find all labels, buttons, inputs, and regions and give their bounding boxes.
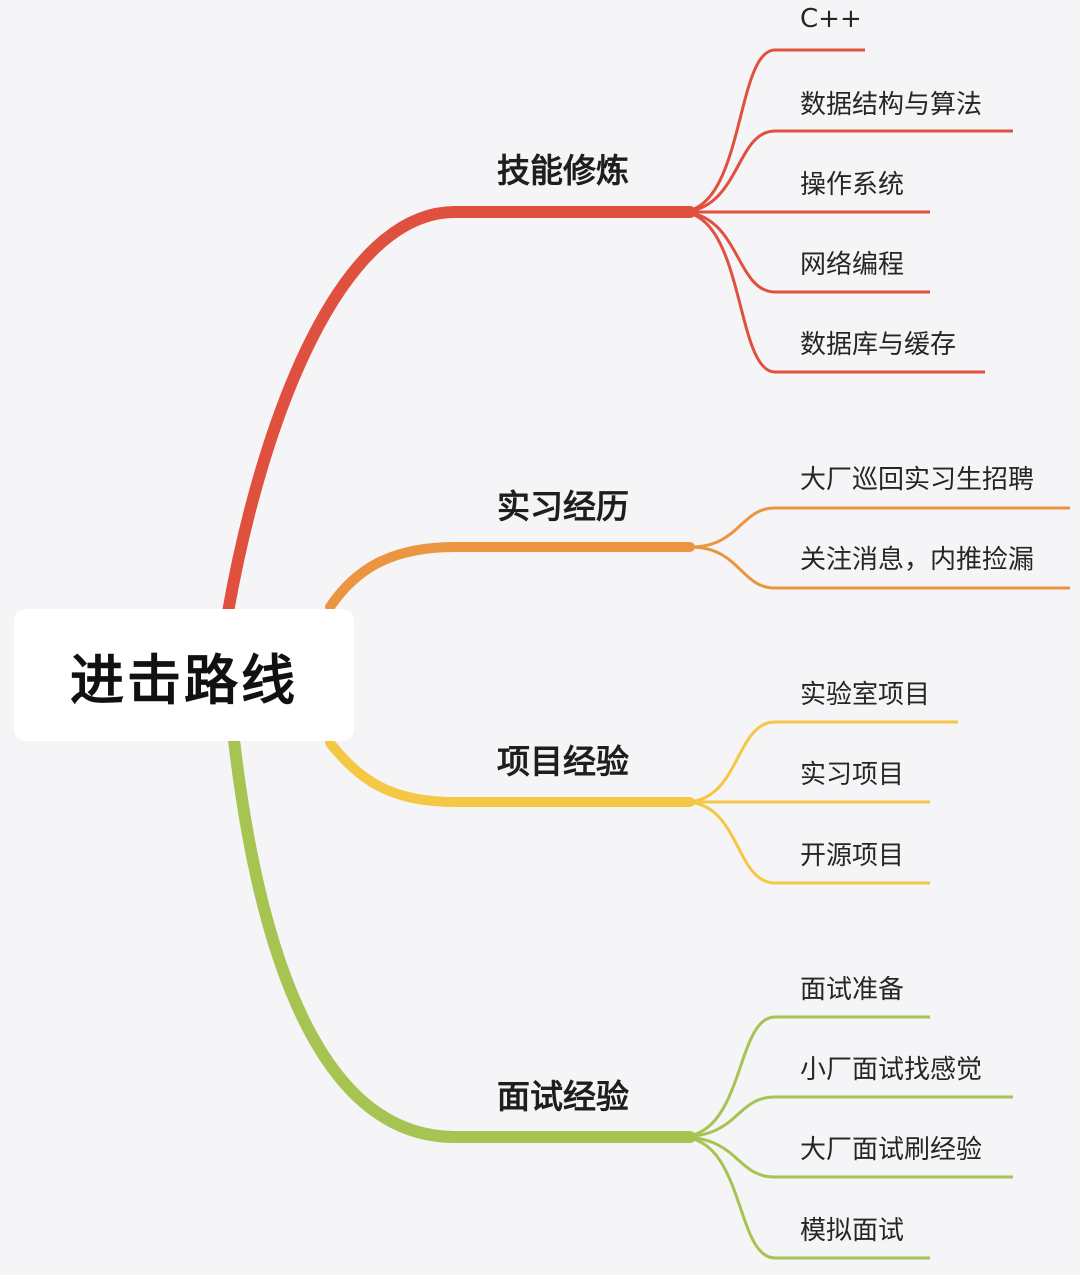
branch-node-interview[interactable]: 面试经验 bbox=[497, 1077, 629, 1116]
leaf-connector bbox=[679, 210, 985, 374]
leaf-connector bbox=[679, 1135, 930, 1260]
connector-projects bbox=[325, 738, 695, 807]
connector-interview bbox=[228, 734, 696, 1143]
leaf-connectors-projects bbox=[684, 720, 958, 885]
connector-skills bbox=[222, 206, 696, 618]
leaf-connector bbox=[684, 800, 930, 885]
leaf-node-algorithms[interactable]: 数据结构与算法 bbox=[800, 90, 983, 120]
root-node[interactable]: 进击路线 bbox=[14, 609, 354, 741]
leaf-connector bbox=[679, 1015, 930, 1139]
leaf-node-os[interactable]: 操作系统 bbox=[800, 170, 905, 200]
leaf-node-campus-hiring[interactable]: 大厂巡回实习生招聘 bbox=[800, 465, 1035, 495]
leaf-connector bbox=[689, 545, 1070, 590]
branch-node-projects[interactable]: 项目经验 bbox=[497, 742, 629, 781]
leaf-node-database[interactable]: 数据库与缓存 bbox=[800, 330, 957, 360]
branch-node-internship[interactable]: 实习经历 bbox=[497, 487, 629, 526]
leaf-node-network[interactable]: 网络编程 bbox=[800, 250, 905, 280]
leaf-node-small-company[interactable]: 小厂面试找感觉 bbox=[800, 1055, 983, 1085]
leaf-connector bbox=[679, 48, 865, 214]
connector-internship bbox=[325, 542, 695, 612]
leaf-node-mock-interview[interactable]: 模拟面试 bbox=[800, 1216, 905, 1246]
leaf-node-cpp[interactable]: C++ bbox=[800, 4, 862, 34]
root-node-label: 进击路线 bbox=[70, 648, 298, 712]
leaf-node-referral[interactable]: 关注消息，内推捡漏 bbox=[800, 545, 1035, 575]
leaf-connector bbox=[684, 720, 958, 804]
leaf-connector bbox=[679, 129, 1013, 214]
leaf-connectors-skills bbox=[679, 48, 1013, 374]
leaf-connector bbox=[689, 506, 1070, 549]
leaf-connector bbox=[679, 1135, 1013, 1179]
leaf-connectors-internship bbox=[689, 506, 1070, 590]
leaf-connector bbox=[679, 210, 930, 294]
leaf-node-big-company[interactable]: 大厂面试刷经验 bbox=[800, 1135, 983, 1165]
branch-node-skills[interactable]: 技能修炼 bbox=[497, 151, 629, 190]
leaf-node-lab-project[interactable]: 实验室项目 bbox=[800, 680, 931, 710]
leaf-node-open-source[interactable]: 开源项目 bbox=[800, 841, 905, 871]
leaf-connector bbox=[679, 1095, 1013, 1139]
leaf-node-intern-project[interactable]: 实习项目 bbox=[800, 760, 905, 790]
leaf-connectors-interview bbox=[679, 1015, 1013, 1260]
leaf-node-interview-prep[interactable]: 面试准备 bbox=[800, 975, 905, 1005]
